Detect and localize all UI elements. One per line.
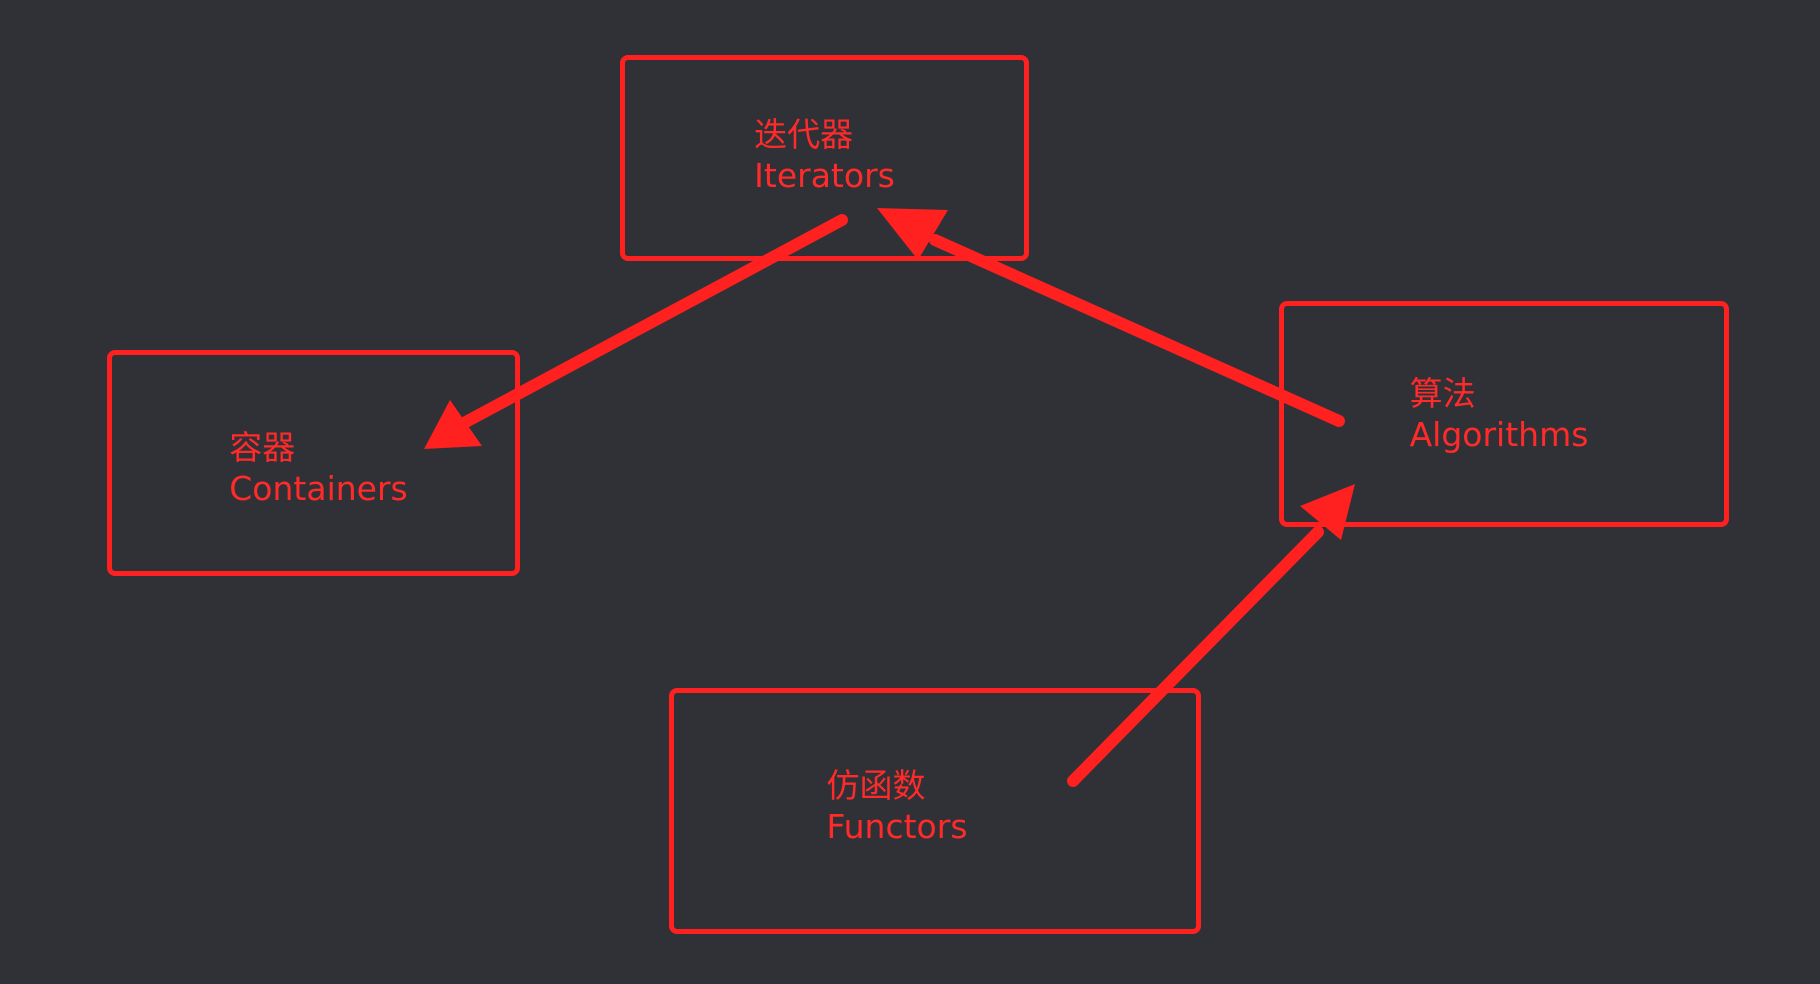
iterators-label-zh: 迭代器 — [754, 114, 854, 154]
algorithms-node[interactable]: 算法 Algorithms — [1279, 301, 1729, 527]
iterators-label-en: Iterators — [754, 156, 895, 195]
containers-label-zh: 容器 — [229, 427, 296, 467]
algorithms-label-en: Algorithms — [1409, 415, 1589, 454]
containers-node[interactable]: 容器 Containers — [107, 350, 520, 576]
functors-label-en: Functors — [826, 807, 968, 846]
functors-node[interactable]: 仿函数 Functors — [669, 688, 1201, 934]
algorithms-label-zh: 算法 — [1409, 373, 1476, 413]
functors-label-zh: 仿函数 — [826, 765, 926, 805]
containers-label-en: Containers — [229, 469, 408, 508]
iterators-node[interactable]: 迭代器 Iterators — [620, 55, 1029, 261]
